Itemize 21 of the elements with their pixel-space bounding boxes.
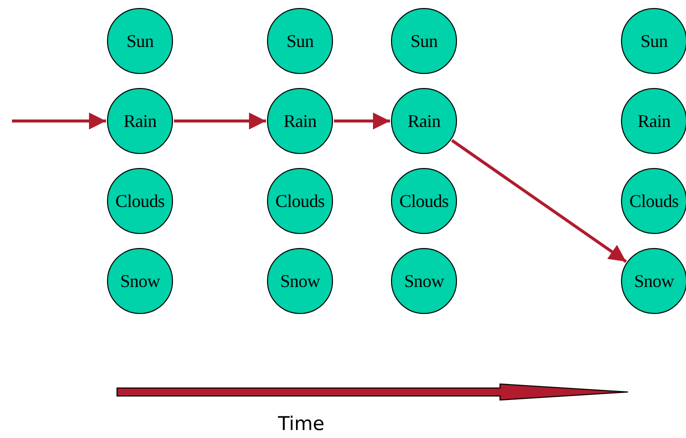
arrow (334, 112, 390, 130)
arrow (174, 112, 266, 130)
state-circle: Rain (621, 88, 686, 154)
state-circle: Sun (107, 8, 173, 74)
state-circle: Rain (267, 88, 333, 154)
arrow (451, 139, 627, 263)
state-circle: Rain (391, 88, 457, 154)
state-circle: Clouds (621, 168, 686, 234)
state-circle: Snow (267, 248, 333, 314)
state-circle: Rain (107, 88, 173, 154)
state-circle: Snow (621, 248, 686, 314)
state-circle: Clouds (267, 168, 333, 234)
state-circle: Snow (107, 248, 173, 314)
state-circle: Clouds (107, 168, 173, 234)
state-circle: Sun (391, 8, 457, 74)
state-circle: Clouds (391, 168, 457, 234)
axis-label: Time (278, 413, 324, 435)
state-circle: Snow (391, 248, 457, 314)
state-circle: Sun (267, 8, 333, 74)
arrow (12, 112, 106, 130)
state-circle: Sun (621, 8, 686, 74)
